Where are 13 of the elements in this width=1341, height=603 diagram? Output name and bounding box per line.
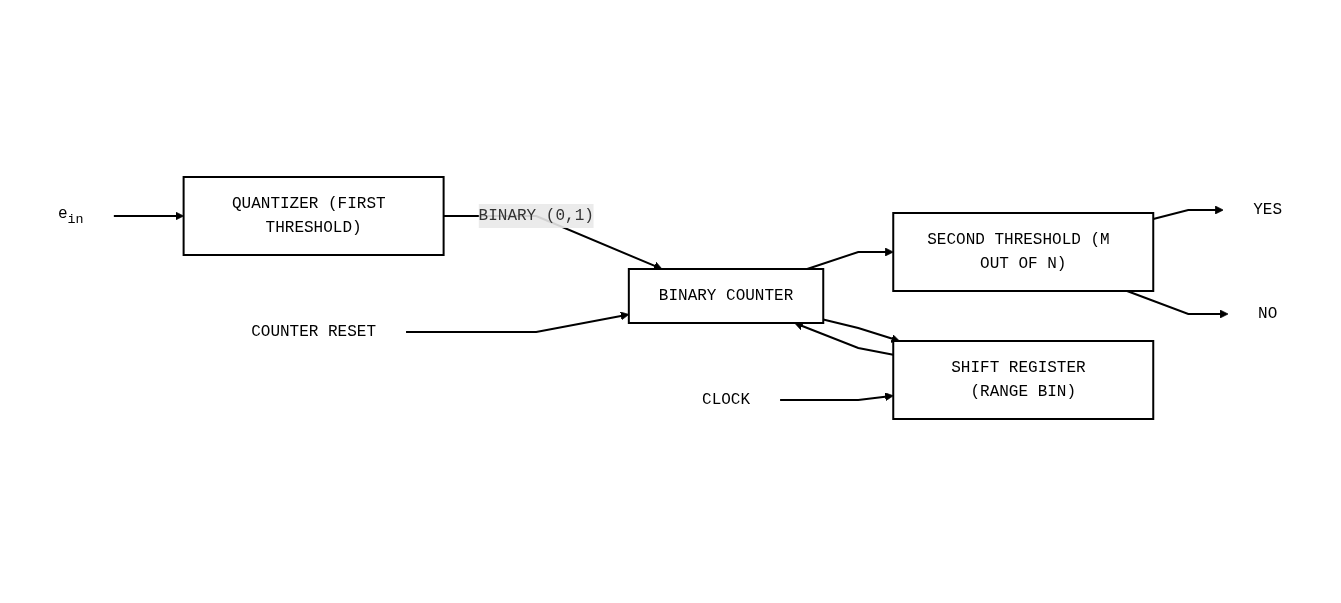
node-box: SHIFT REGISTER (RANGE BIN) [892,339,1155,420]
node-text: CLOCK [702,390,751,409]
node-box: BINARY COUNTER [628,267,825,324]
arrow [405,311,630,333]
node-text: NO [1258,304,1278,323]
arrow [1126,289,1229,318]
node-text: COUNTER RESET [251,322,377,341]
node-text: YES [1253,200,1283,219]
node-text: e$_{in}$ [58,204,85,227]
node-box: SECOND THRESHOLD (M OUT OF N) [892,211,1155,292]
arrow [113,211,185,220]
edge-label: BINARY (0,1) [479,206,595,225]
node-box: QUANTIZER (FIRST THRESHOLD) [183,175,446,256]
